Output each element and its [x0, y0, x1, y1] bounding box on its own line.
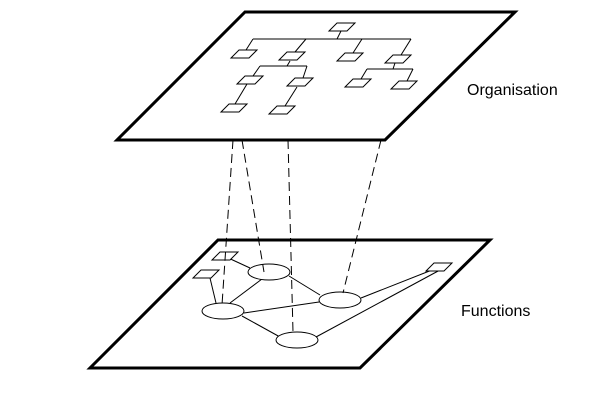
- org-connector: [400, 38, 412, 56]
- org-connector: [294, 38, 307, 53]
- org-unit-box: [229, 49, 259, 59]
- function-node: [275, 331, 319, 349]
- org-unit-box: [335, 52, 365, 62]
- org-unit-box: [285, 77, 315, 87]
- function-link: [209, 277, 217, 304]
- mapping-line: [241, 139, 265, 273]
- function-link: [241, 315, 281, 338]
- org-connector: [336, 30, 342, 40]
- function-node: [318, 291, 362, 309]
- function-network: [191, 251, 454, 349]
- org-connector: [234, 83, 248, 105]
- mapping-line: [342, 139, 382, 294]
- org-connector: [252, 65, 261, 77]
- organisation-label: Organisation: [467, 82, 558, 99]
- organisation-plane-outline: [113, 10, 519, 142]
- org-connector: [360, 68, 368, 80]
- org-unit-box: [383, 54, 413, 64]
- org-connector: [302, 65, 308, 79]
- org-unit-box: [277, 51, 307, 61]
- function-link: [243, 301, 320, 314]
- mapping-lines: [221, 139, 382, 333]
- function-link: [288, 275, 321, 296]
- function-link: [229, 278, 263, 304]
- org-connector: [406, 68, 414, 82]
- function-link: [360, 269, 433, 299]
- actor-box: [191, 269, 221, 279]
- org-unit-box: [327, 22, 357, 32]
- org-connector: [284, 86, 298, 107]
- actor-box: [424, 262, 454, 272]
- org-connector: [286, 60, 291, 67]
- org-unit-box: [235, 75, 265, 85]
- org-unit-box: [219, 103, 249, 113]
- function-link: [315, 269, 441, 338]
- org-unit-box: [343, 78, 373, 88]
- functions-plane-outline: [86, 238, 494, 370]
- organisation-plane: [113, 10, 519, 142]
- org-chart: [219, 22, 419, 115]
- org-unit-box: [389, 80, 419, 90]
- functions-plane: [86, 238, 494, 370]
- function-node: [201, 302, 245, 320]
- org-unit-box: [267, 105, 297, 115]
- mapping-line: [287, 139, 294, 333]
- org-connector: [392, 62, 396, 70]
- function-node: [247, 263, 291, 281]
- org-connector: [352, 38, 363, 54]
- org-connector: [245, 38, 254, 51]
- functions-label: Functions: [461, 303, 531, 320]
